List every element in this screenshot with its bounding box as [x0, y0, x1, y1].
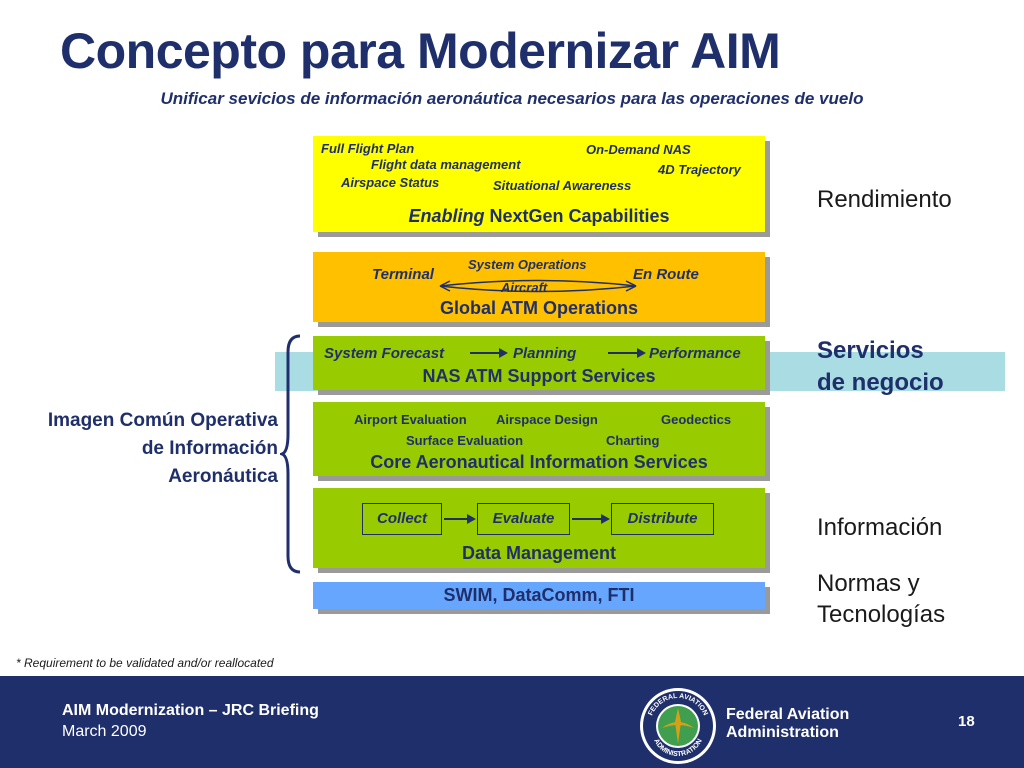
rendimiento-label: Rendimiento: [817, 186, 952, 213]
nas-flow-item: Performance: [649, 345, 741, 362]
footer-org-line1: Federal Aviation: [726, 706, 850, 723]
common-operating-picture-label-line1: Imagen Común Operativa: [47, 410, 278, 431]
faa-seal-icon: FEDERAL AVIATION ADMINISTRATION: [640, 688, 716, 764]
nextgen-item: Flight data management: [371, 157, 521, 172]
footer-bar: AIM Modernization – JRC Briefing March 2…: [0, 676, 1024, 768]
swim-layer: SWIM, DataComm, FTI: [313, 582, 765, 609]
core-ais-item: Airport Evaluation: [354, 412, 467, 427]
arrow-right-icon: [444, 514, 476, 524]
data-management-layer-title: Data Management: [461, 543, 617, 563]
atm-layer-title: Global ATM Operations: [439, 298, 638, 318]
core-ais-item: Airspace Design: [496, 412, 598, 427]
atm-terminal-label: Terminal: [372, 266, 434, 283]
core-ais-item: Charting: [606, 433, 660, 448]
common-operating-picture-label-line2: de Información: [141, 438, 278, 459]
common-operating-picture-label-line3: Aeronáutica: [168, 466, 278, 487]
page-title: Concepto para Modernizar AIM: [60, 23, 781, 79]
nextgen-capabilities-layer: Full Flight Plan Flight data management …: [313, 136, 765, 232]
nextgen-title-italic: Enabling: [408, 206, 485, 226]
footer-briefing: AIM Modernization – JRC Briefing: [62, 702, 319, 719]
global-atm-operations-layer: Terminal System Operations Aircraft En R…: [313, 252, 765, 322]
servicios-label-line1: Servicios: [817, 337, 924, 364]
informacion-label: Información: [817, 514, 943, 541]
left-brace: [280, 334, 301, 574]
nextgen-item: 4D Trajectory: [658, 162, 741, 177]
double-arrow-icon: [439, 279, 637, 293]
core-ais-item: Geodectics: [661, 412, 732, 427]
core-ais-item: Surface Evaluation: [406, 433, 524, 448]
page-subtitle: Unificar sevicios de información aeronáu…: [160, 89, 864, 108]
footer-org-line2: Administration: [726, 724, 839, 741]
swim-layer-title: SWIM, DataComm, FTI: [443, 585, 635, 605]
arrow-right-icon: [608, 348, 646, 358]
evaluate-step-box: Evaluate: [477, 503, 570, 535]
data-management-layer: Collect Evaluate Distribute Data Managem…: [313, 488, 765, 568]
footer-date: March 2009: [62, 723, 147, 740]
nas-layer-title: NAS ATM Support Services: [422, 366, 656, 386]
nas-flow-item: Planning: [513, 345, 577, 362]
nas-flow-item: System Forecast: [324, 345, 445, 362]
nextgen-item: Full Flight Plan: [321, 141, 415, 156]
core-ais-layer: Airport Evaluation Airspace Design Geode…: [313, 402, 765, 476]
normas-label-line2: Tecnologías: [817, 601, 946, 628]
distribute-step-box: Distribute: [611, 503, 714, 535]
nextgen-item: On-Demand NAS: [586, 142, 691, 157]
servicios-label-line2: de negocio: [817, 369, 944, 396]
atm-system-operations-label: System Operations: [468, 257, 587, 272]
collect-step-box: Collect: [362, 503, 442, 535]
nas-atm-support-layer: System Forecast Planning Performance NAS…: [313, 336, 765, 390]
nextgen-item: Situational Awareness: [493, 178, 632, 193]
page-number: 18: [958, 713, 975, 730]
arrow-right-icon: [470, 348, 508, 358]
nextgen-layer-title: Enabling NextGen Capabilities: [313, 206, 765, 227]
core-ais-layer-title: Core Aeronautical Information Services: [370, 452, 708, 472]
nextgen-item: Airspace Status: [341, 175, 440, 190]
normas-label-line1: Normas y: [817, 570, 920, 597]
footnote: * Requirement to be validated and/or rea…: [16, 656, 274, 670]
nextgen-title-rest: NextGen Capabilities: [484, 206, 670, 226]
arrow-right-icon: [572, 514, 610, 524]
atm-en-route-label: En Route: [633, 266, 699, 283]
